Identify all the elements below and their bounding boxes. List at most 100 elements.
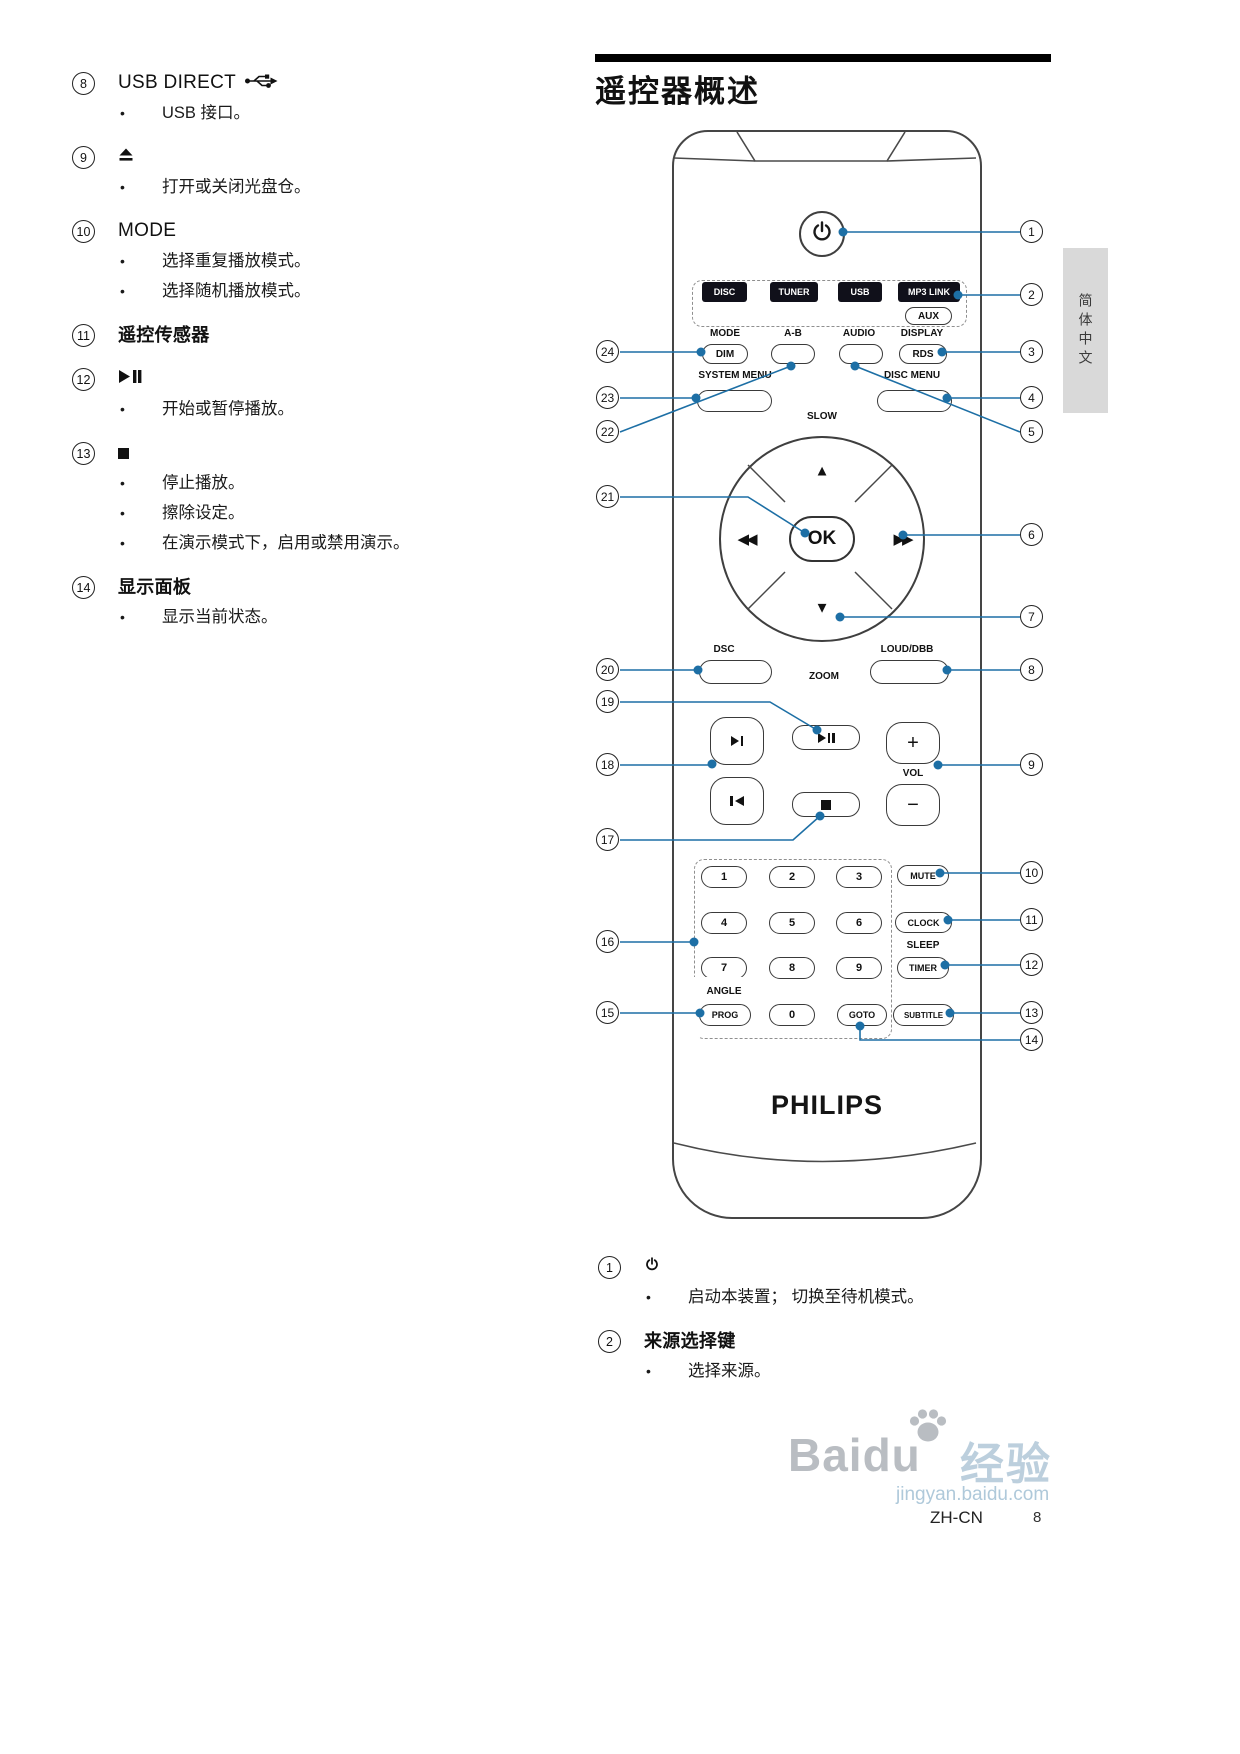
callout-badge-18: 18 bbox=[596, 753, 619, 776]
item-title: 来源选择键 bbox=[644, 1331, 736, 1351]
angle-label: ANGLE bbox=[706, 986, 742, 997]
source-group-outline bbox=[692, 280, 967, 327]
digit-button-0: 0 bbox=[769, 1004, 815, 1026]
callout-badge-2: 2 bbox=[1020, 283, 1043, 306]
bullet-item: • 在演示模式下，启用或禁用演示。 bbox=[118, 528, 552, 558]
callout-badge-19: 19 bbox=[596, 690, 619, 713]
timer-button: TIMER bbox=[897, 957, 949, 979]
nav-down-icon: ▼ bbox=[814, 599, 830, 617]
power-button bbox=[799, 211, 845, 257]
digit-button-5: 5 bbox=[769, 912, 815, 934]
side-language-label: 简体中文 bbox=[1077, 292, 1094, 369]
bullet-dot: • bbox=[120, 283, 125, 299]
stop-icon bbox=[821, 799, 831, 810]
remote-illustration: DISC TUNER USB MP3 LINK AUX MODE A-B AUD… bbox=[672, 130, 982, 1219]
page-number: 8 bbox=[1033, 1509, 1042, 1526]
bullet-item: • 启动本装置； 切换至待机模式。 bbox=[644, 1282, 1098, 1312]
digit-button-4: 4 bbox=[701, 912, 747, 934]
prog-button: PROG bbox=[699, 1004, 751, 1026]
bullet-text: 在演示模式下，启用或禁用演示。 bbox=[162, 534, 410, 552]
callout-badge-8: 8 bbox=[1020, 658, 1043, 681]
audio-button bbox=[839, 344, 883, 364]
left-description-list: 8 USB DIRECT • USB 接口。 bbox=[72, 68, 552, 646]
nav-pad bbox=[719, 436, 925, 642]
watermark-suffix: 经验 bbox=[960, 1440, 1052, 1489]
display-label: DISPLAY bbox=[900, 328, 944, 339]
skip-previous-button bbox=[710, 777, 764, 825]
bullet-item: • 擦除设定。 bbox=[118, 498, 552, 528]
callout-badge-5: 5 bbox=[1020, 420, 1043, 443]
list-item-14: 14 显示面板 • 显示当前状态。 bbox=[72, 572, 552, 632]
item-number-badge: 2 bbox=[598, 1330, 621, 1353]
bullet-text: 选择来源。 bbox=[688, 1362, 771, 1380]
aux-button: AUX bbox=[905, 307, 952, 325]
ok-button: OK bbox=[789, 516, 855, 562]
bullet-dot: • bbox=[120, 401, 125, 417]
nav-up-icon: ▲ bbox=[814, 462, 830, 480]
item-number-badge: 11 bbox=[72, 324, 95, 347]
vol-label: VOL bbox=[902, 768, 924, 779]
mode-label: MODE bbox=[710, 328, 740, 339]
section-rule bbox=[595, 54, 1051, 62]
bullet-item: • 停止播放。 bbox=[118, 468, 552, 498]
source-button-mp3-link: MP3 LINK bbox=[898, 282, 960, 302]
list-item-8: 8 USB DIRECT • USB 接口。 bbox=[72, 68, 552, 128]
numpad-outline bbox=[694, 859, 892, 1039]
bullet-text: 显示当前状态。 bbox=[162, 608, 278, 626]
bullet-item: • USB 接口。 bbox=[118, 98, 552, 128]
bullet-text: 选择随机播放模式。 bbox=[162, 282, 311, 300]
callout-badge-1: 1 bbox=[1020, 220, 1043, 243]
list-item-12: 12 • 开始或暂停播放。 bbox=[72, 364, 552, 424]
callout-badge-11: 11 bbox=[1020, 908, 1043, 931]
skip-next-icon bbox=[730, 736, 744, 746]
callout-badge-12: 12 bbox=[1020, 953, 1043, 976]
bullet-dot: • bbox=[120, 505, 125, 521]
eject-icon bbox=[118, 147, 134, 167]
digit-button-3: 3 bbox=[836, 866, 882, 888]
item-title: 遥控传感器 bbox=[118, 325, 210, 345]
skip-previous-icon bbox=[730, 796, 744, 806]
audio-label: AUDIO bbox=[842, 328, 876, 339]
item-number-badge: 12 bbox=[72, 368, 95, 391]
callout-badge-23: 23 bbox=[596, 386, 619, 409]
source-button-disc: DISC bbox=[702, 282, 747, 302]
item-number-badge: 14 bbox=[72, 576, 95, 599]
ab-button bbox=[771, 344, 815, 364]
bullet-item: • 打开或关闭光盘仓。 bbox=[118, 172, 552, 202]
bullet-text: 擦除设定。 bbox=[162, 504, 245, 522]
ab-label: A-B bbox=[784, 328, 802, 339]
item-number-badge: 9 bbox=[72, 146, 95, 169]
sleep-label: SLEEP bbox=[906, 940, 940, 951]
source-button-usb: USB bbox=[838, 282, 882, 302]
system-menu-label: SYSTEM MENU bbox=[698, 370, 772, 381]
callout-badge-15: 15 bbox=[596, 1001, 619, 1024]
bullet-dot: • bbox=[120, 475, 125, 491]
bullet-item: • 显示当前状态。 bbox=[118, 602, 552, 632]
item-number-badge: 1 bbox=[598, 1256, 621, 1279]
callout-badge-13: 13 bbox=[1020, 1001, 1043, 1024]
bullet-text: 选择重复播放模式。 bbox=[162, 252, 311, 270]
bullet-item: • 选择重复播放模式。 bbox=[118, 246, 552, 276]
bullet-item: • 开始或暂停播放。 bbox=[118, 394, 552, 424]
list-item-13: 13 • 停止播放。 • 擦除设定。 • 在演示模式下，启用或禁用演示。 bbox=[72, 438, 552, 558]
bullet-text: USB 接口。 bbox=[162, 104, 251, 122]
subtitle-button: SUBTITLE bbox=[893, 1004, 954, 1026]
slow-label: SLOW bbox=[807, 411, 837, 422]
callout-badge-17: 17 bbox=[596, 828, 619, 851]
bullet-dot: • bbox=[120, 609, 125, 625]
bullet-dot: • bbox=[120, 535, 125, 551]
stop-button bbox=[792, 792, 860, 817]
bullet-dot: • bbox=[120, 253, 125, 269]
callout-badge-22: 22 bbox=[596, 420, 619, 443]
rds-button: RDS bbox=[899, 344, 947, 364]
callout-badge-4: 4 bbox=[1020, 386, 1043, 409]
bottom-description-list: 1 • 启动本装置； 切换至待机模式。 2 来源选择键 • bbox=[598, 1252, 1098, 1400]
zoom-label: ZOOM bbox=[809, 671, 839, 682]
watermark-url: jingyan.baidu.com bbox=[896, 1484, 1050, 1505]
play-pause-button bbox=[792, 725, 860, 750]
system-menu-button bbox=[697, 390, 772, 412]
list-item-2: 2 来源选择键 • 选择来源。 bbox=[598, 1326, 1098, 1386]
disc-menu-button bbox=[877, 390, 952, 412]
list-item-1: 1 • 启动本装置； 切换至待机模式。 bbox=[598, 1252, 1098, 1312]
item-title: USB DIRECT bbox=[118, 72, 237, 93]
